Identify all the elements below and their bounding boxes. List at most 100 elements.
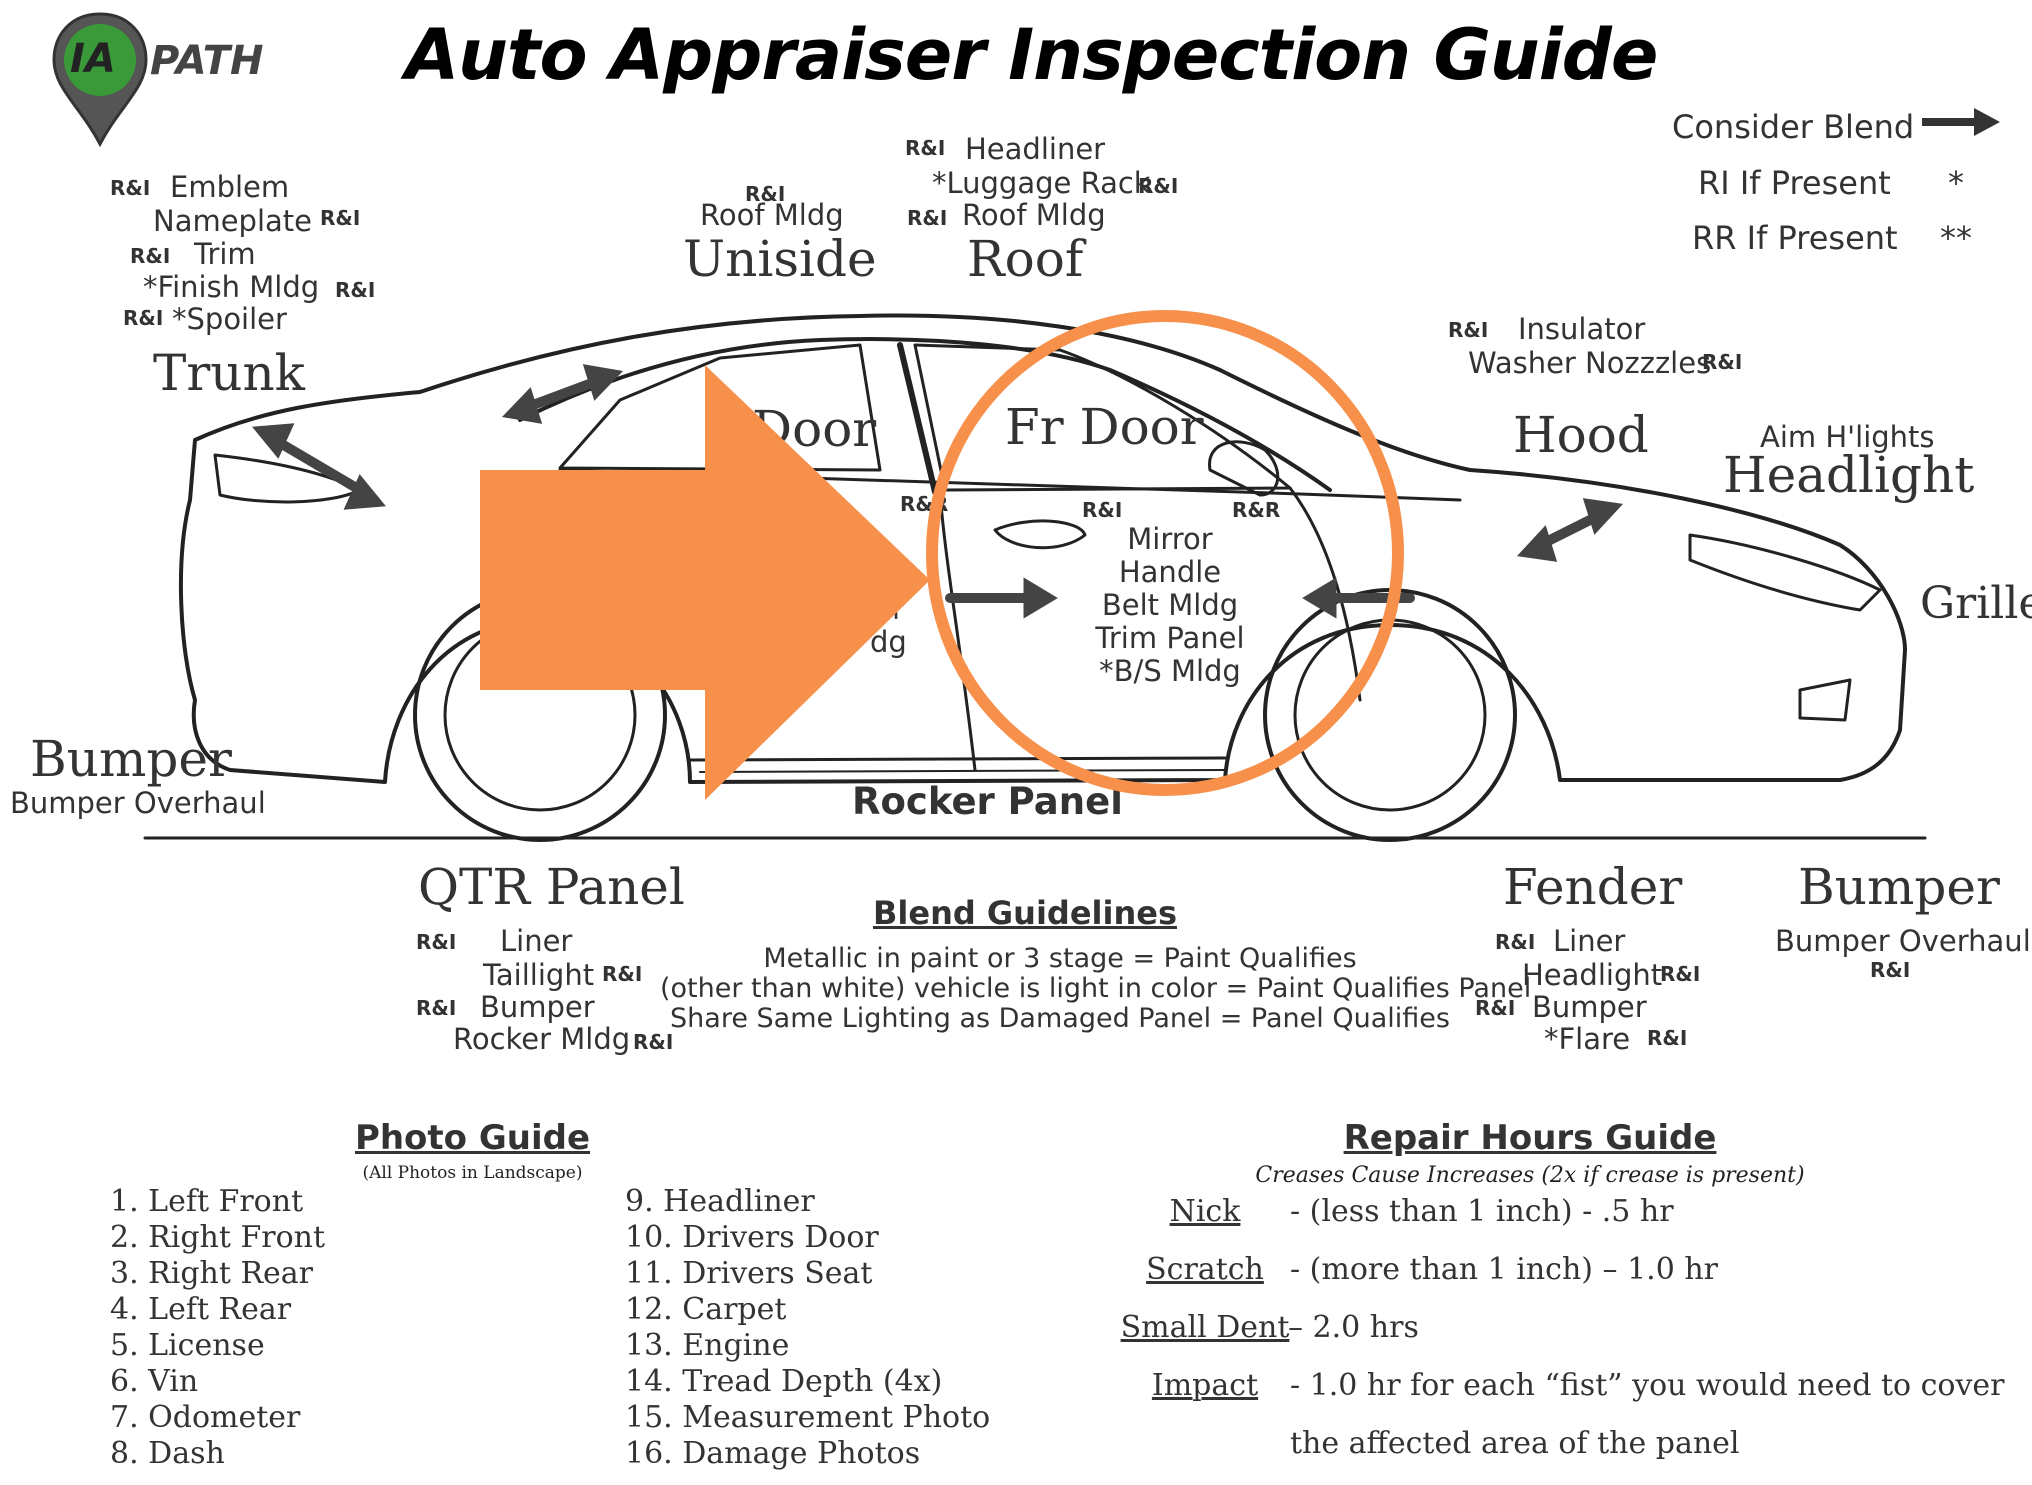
hood-washer-nozzles: Washer Nozzzles [1468,346,1712,380]
arrow-right-icon [1922,108,2000,136]
legend-rr-if-present: RR If Present [1692,219,1898,257]
photo-guide-col1: 1. Left Front 2. Right Front 3. Right Re… [110,1184,325,1472]
roof-title: Roof [967,230,1084,288]
repair-term-scratch: Scratch [1146,1252,1264,1287]
repair-desc-nick: - (less than 1 inch) - .5 hr [1290,1194,1674,1229]
qtr-taillight-ri-tag: R&I [602,962,643,986]
list-item: 16. Damage Photos [625,1436,921,1471]
front-bumper-overhaul: Bumper Overhaul [1775,924,2031,958]
logo-path-text: PATH [150,38,264,84]
logo-ia-text: IA [70,36,116,82]
roof-luggage-rack: *Luggage Rack [932,166,1151,200]
qtr-liner: Liner [500,924,573,958]
roof-luggage-rack-ri-tag: R&I [1138,174,1179,198]
blend-guidelines-title: Blend Guidelines [873,894,1177,932]
fender-headlight-ri-tag: R&I [1660,962,1701,986]
front-door-belt-mldg: Belt Mldg [1101,588,1239,622]
legend-ri-symbol: * [1948,164,1964,202]
rear-bumper-overhaul: Bumper Overhaul [10,786,266,820]
trunk-title: Trunk [153,344,305,402]
repair-desc-continuation: the affected area of the panel [1290,1426,1740,1461]
repair-desc-small-dent: – 2.0 hrs [1288,1310,1419,1345]
fender-bumper: Bumper [1532,990,1647,1024]
orange-circle-highlight [926,310,1404,796]
repair-desc-scratch: - (more than 1 inch) – 1.0 hr [1290,1252,1718,1287]
front-door-mirror: Mirror [1127,522,1213,556]
list-item: 12. Carpet [625,1292,787,1327]
list-item: 14. Tread Depth (4x) [625,1364,943,1399]
roof-mldg-ri-tag: R&I [907,206,948,230]
list-item: 10. Drivers Door [625,1220,879,1255]
trunk-trim: Trim [194,237,256,271]
repair-term-small-dent: Small Dent [1120,1310,1290,1345]
blend-line-2: (other than white) vehicle is light in c… [660,973,1532,1004]
qtr-bumper-ri-tag: R&I [416,996,457,1020]
trunk-finish-mldg: *Finish Mldg [143,270,320,304]
trunk-nameplate-ri-tag: R&I [320,206,361,230]
fender-liner-ri-tag: R&I [1495,930,1536,954]
list-item: 4. Left Rear [110,1292,292,1327]
hood-insulator-ri-tag: R&I [1448,318,1489,342]
qtr-rocker-mldg: Rocker Mldg [453,1022,631,1056]
rocker-panel-title: Rocker Panel [852,780,1123,823]
trunk-finish-mldg-ri-tag: R&I [335,278,376,302]
rear-bumper-title: Bumper [30,730,232,788]
page-title: Auto Appraiser Inspection Guide [405,14,1658,96]
fender-flare: *Flare [1544,1022,1631,1056]
repair-desc-impact: - 1.0 hr for each “fist” you would need … [1290,1368,2005,1403]
hood-insulator: Insulator [1518,312,1646,346]
list-item: 13. Engine [625,1328,790,1363]
trunk-nameplate: Nameplate [153,204,313,238]
trunk-spoiler-ri-tag: R&I [123,306,164,330]
blend-line-1: Metallic in paint or 3 stage = Paint Qua… [763,943,1357,974]
front-door-trim-panel: Trim Panel [1095,621,1245,655]
list-item: 5. License [110,1328,265,1363]
legend-ri-if-present: RI If Present [1698,164,1891,202]
roof-roof-mldg: Roof Mldg [962,198,1106,232]
orange-arrow-icon [480,365,930,800]
fender-flare-ri-tag: R&I [1647,1026,1688,1050]
fender-liner: Liner [1553,924,1626,958]
uniside-ri-tag: R&I [745,182,786,206]
list-item: 3. Right Rear [110,1256,314,1291]
list-item: 1. Left Front [110,1184,304,1219]
trunk-spoiler: *Spoiler [172,302,287,336]
hood-title: Hood [1513,406,1649,464]
list-item: 15. Measurement Photo [625,1400,991,1435]
qtr-liner-ri-tag: R&I [416,930,457,954]
fender-headlight: Headlight [1522,958,1663,992]
photo-guide-title: Photo Guide [354,1118,591,1158]
photo-guide-subtitle: (All Photos in Landscape) [362,1163,583,1183]
list-item: 8. Dash [110,1436,225,1471]
trunk-emblem-ri-tag: R&I [110,176,151,200]
photo-guide-col2: 9. Headliner 10. Drivers Door 11. Driver… [625,1184,990,1472]
fender-title: Fender [1503,858,1683,916]
legend-consider-blend: Consider Blend [1672,108,1915,146]
repair-term-impact: Impact [1151,1368,1259,1403]
qtr-taillight: Taillight [483,958,595,992]
blend-line-3: Share Same Lighting as Damaged Panel = P… [670,1003,1450,1034]
front-door-bs-mldg: *B/S Mldg [1099,654,1241,688]
repair-hours-title: Repair Hours Guide [1343,1118,1717,1158]
fender-bumper-ri-tag: R&I [1475,996,1516,1020]
trunk-emblem: Emblem [170,170,290,204]
qtr-panel-title: QTR Panel [418,858,685,916]
uniside-title: Uniside [683,230,877,288]
front-door-handle: Handle [1118,555,1222,589]
grille-title: Grille [1920,578,2032,629]
list-item: 11. Drivers Seat [625,1256,873,1291]
front-door-title: Fr Door [1005,398,1204,456]
trunk-trim-ri-tag: R&I [130,244,171,268]
hood-washer-ri-tag: R&I [1702,350,1743,374]
front-door-ri-tag: R&I [1082,498,1123,522]
repair-hours-subtitle: Creases Cause Increases (2x if crease is… [1255,1163,1805,1188]
list-item: 2. Right Front [110,1220,326,1255]
list-item: 6. Vin [110,1364,199,1399]
map-pin-icon [52,12,148,148]
front-bumper-ri-tag: R&I [1870,958,1911,982]
front-door-rr-tag: R&R [1232,498,1281,522]
roof-headliner: Headliner [965,132,1106,166]
headlight-title: Headlight [1723,446,1975,504]
